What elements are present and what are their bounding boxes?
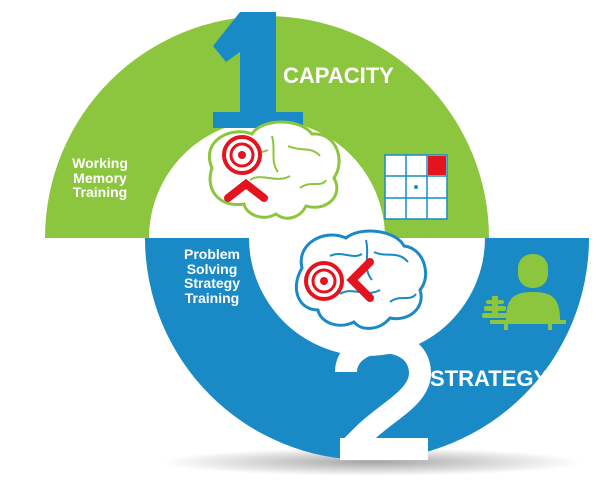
memory-grid-icon bbox=[384, 154, 448, 220]
training-label-line: Strategy bbox=[183, 275, 241, 292]
training-label-line: Memory bbox=[73, 169, 127, 186]
problem-solving-strategy-training-label: Problem Solving Strategy Training bbox=[168, 247, 256, 306]
ground-shadow bbox=[162, 448, 582, 476]
strategy-title: STRATEGY bbox=[430, 366, 549, 391]
capacity-title: CAPACITY bbox=[283, 63, 394, 88]
person-tower-icon bbox=[482, 254, 566, 330]
training-label-line: Working bbox=[72, 155, 128, 171]
step-number-two bbox=[335, 331, 431, 460]
strategy-half-ring bbox=[145, 238, 589, 460]
training-label-line: Problem bbox=[183, 246, 240, 262]
brain-target-upward-arrow-icon bbox=[208, 120, 341, 220]
capacity-half-ring bbox=[45, 16, 489, 238]
training-label-line: Training bbox=[72, 184, 128, 201]
training-label-line: Solving bbox=[186, 260, 238, 277]
working-memory-training-label: Working Memory Training bbox=[52, 156, 148, 200]
brain-target-leftward-arrow-icon bbox=[294, 229, 428, 330]
training-label-line: Training bbox=[184, 290, 240, 307]
